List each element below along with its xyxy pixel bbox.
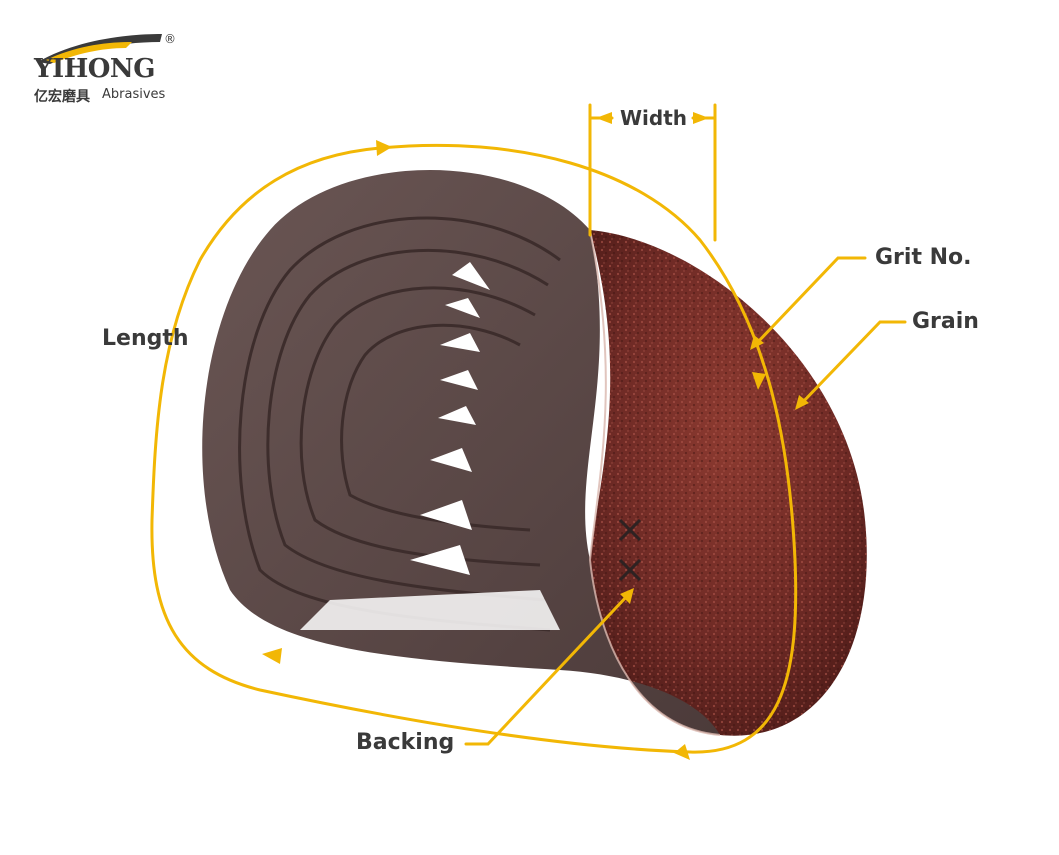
width-arrowhead-right [693,112,709,124]
logo-registered-mark: ® [164,32,176,46]
logo-swoosh-icon [38,34,162,64]
length-label: Length [102,326,189,351]
length-arrowhead-side [752,372,766,390]
brand-logo: YIHONG ® 亿宏磨具 Abrasives [30,30,190,110]
grain-arrowhead [795,395,809,410]
backing-leader [464,593,630,746]
width-label: Width [620,106,688,130]
backing-arrowhead [620,588,634,604]
grit-arrowhead [750,335,764,350]
backing-label: Backing [356,730,455,755]
sanding-belt [202,170,867,736]
backing-mark [618,518,642,582]
logo-chinese-name: 亿宏磨具 [34,89,90,105]
length-arrowhead-bottom-right [674,744,690,760]
logo-subtitle: Abrasives [102,87,166,102]
width-arrowhead-left [596,112,612,124]
grain-leader [798,320,907,407]
length-loop [150,143,798,754]
length-arrowhead-top [376,140,392,156]
length-arrowhead-bottom [262,648,282,664]
logo-brand-text: YIHONG [34,54,155,84]
grit-leader [753,256,867,347]
grit-label: Grit No. [875,245,972,270]
grain-label: Grain [912,309,979,334]
annotation-arrowheads [262,112,809,760]
